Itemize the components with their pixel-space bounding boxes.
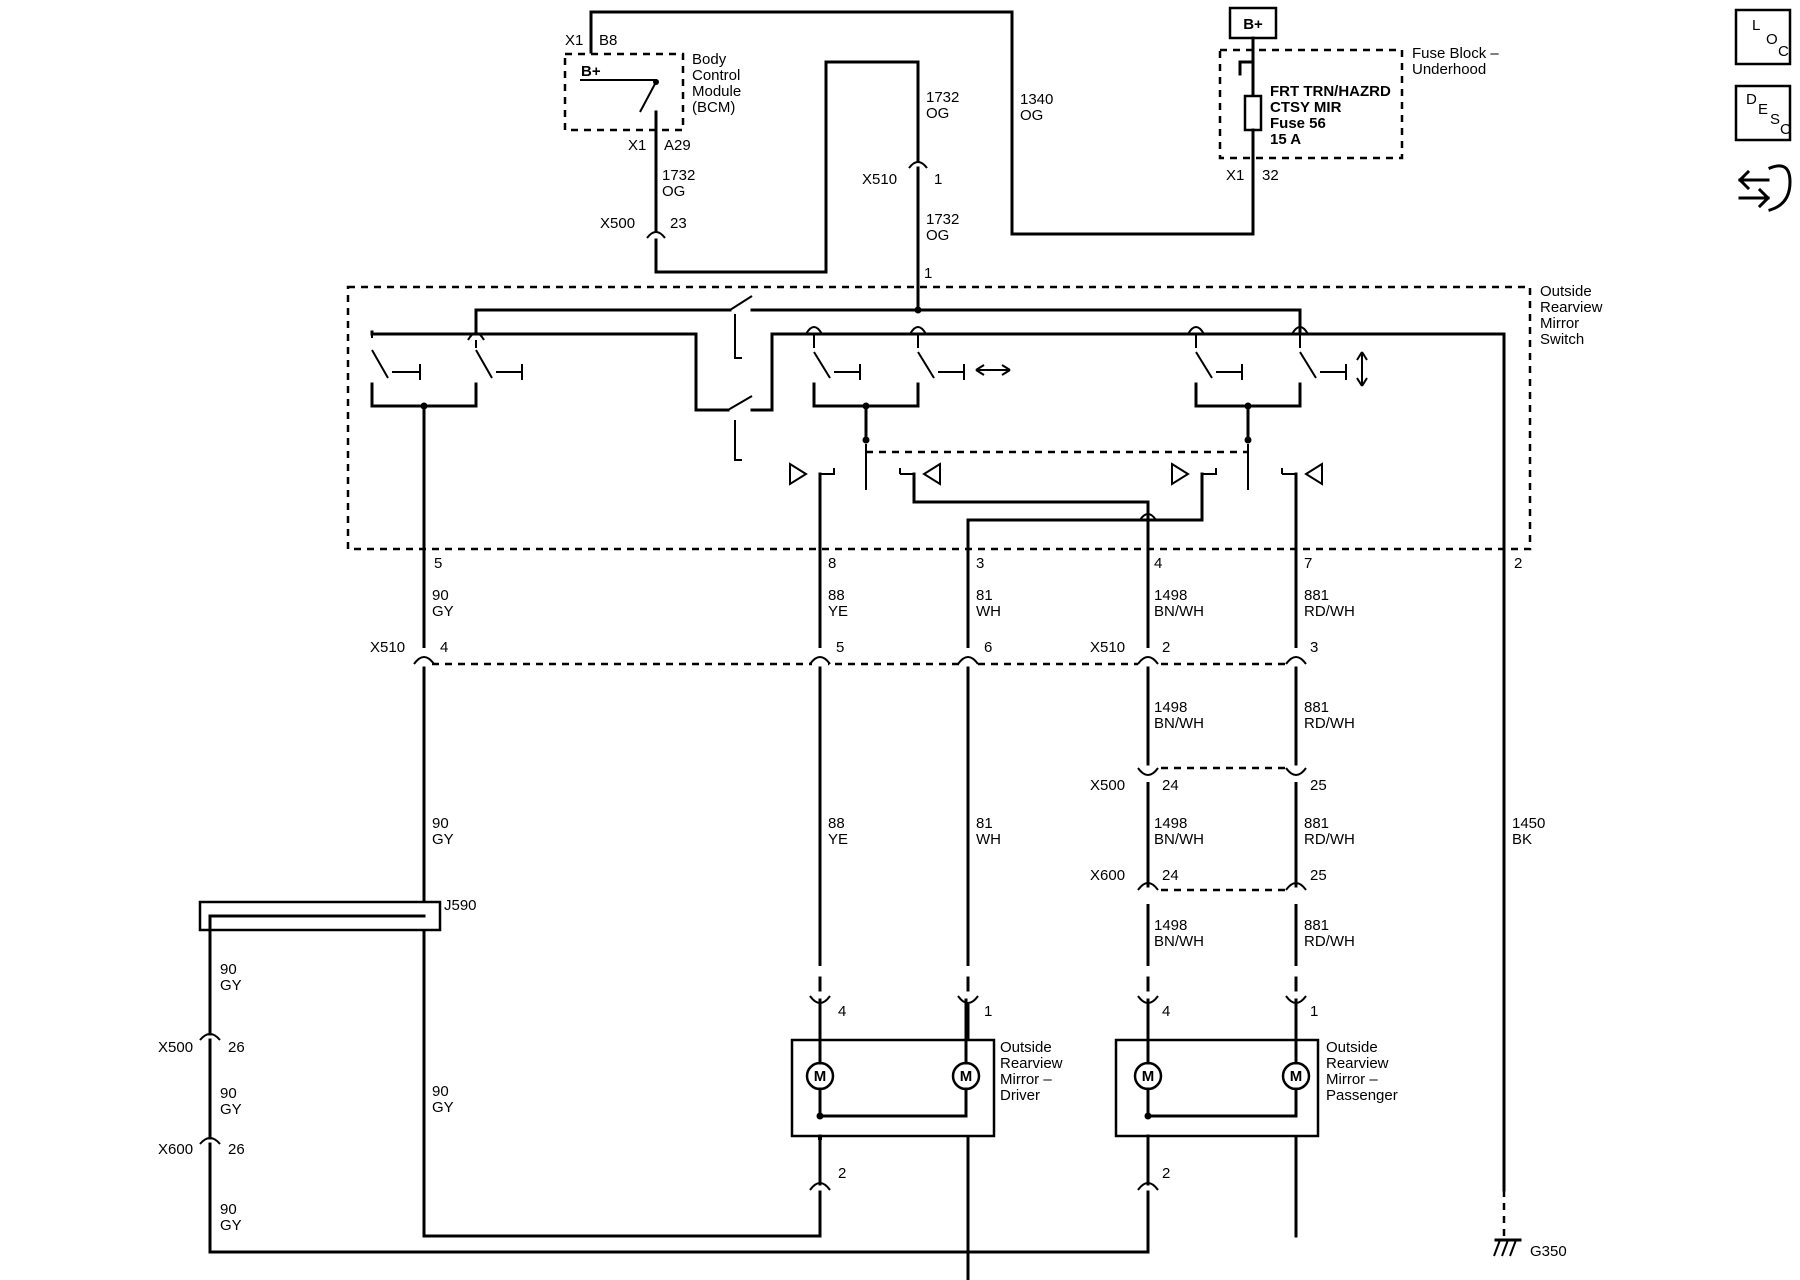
switch-pin-3: 3 xyxy=(976,555,984,572)
wire-1340-label: 1340 OG xyxy=(1020,91,1058,124)
motor-m1-label: M xyxy=(814,1068,827,1085)
mirror-passenger-pin-4: 4 xyxy=(1162,1003,1170,1020)
switch-pin-5: 5 xyxy=(434,555,442,572)
fuse-element xyxy=(1243,94,1263,132)
bcm-x1-label: X1 xyxy=(565,32,583,49)
switch-pin-4: 4 xyxy=(1154,555,1162,572)
svg-text:D: D xyxy=(1746,91,1757,108)
x600-pin-26: 26 xyxy=(228,1141,245,1158)
battery-label: B+ xyxy=(1243,16,1263,33)
mirror-passenger: M M xyxy=(1114,1038,1320,1138)
bcm-pin-a29: A29 xyxy=(664,137,691,154)
svg-text:C: C xyxy=(1778,43,1789,60)
fuse-block-label: Fuse Block – Underhood xyxy=(1412,45,1503,78)
x500-pin-26: 26 xyxy=(228,1039,245,1056)
x510-label-top: X510 xyxy=(862,171,897,188)
x510-pin-2: 2 xyxy=(1162,639,1170,656)
x510-label-mid-left: X510 xyxy=(370,639,405,656)
x600-pin-24: 24 xyxy=(1162,867,1179,884)
svg-text:L: L xyxy=(1752,17,1760,34)
svg-text:E: E xyxy=(1758,101,1768,118)
svg-text:C: C xyxy=(1780,121,1791,138)
bcm-pin-b8: B8 xyxy=(599,32,617,49)
switch-label: Outside Rearview Mirror Switch xyxy=(1540,283,1607,348)
x600-label-right: X600 xyxy=(1090,867,1125,884)
mirror-driver-pin-2: 2 xyxy=(838,1165,846,1182)
mirror-passenger-pin-1: 1 xyxy=(1310,1003,1318,1020)
x510-pin-3: 3 xyxy=(1310,639,1318,656)
x600-label-left: X600 xyxy=(158,1141,193,1158)
switch-pin-7: 7 xyxy=(1304,555,1312,572)
battery-box: B+ xyxy=(1228,6,1278,40)
svg-text:S: S xyxy=(1770,111,1780,128)
motor-m3-label: M xyxy=(1142,1068,1155,1085)
x500-pin-23: 23 xyxy=(670,215,687,232)
x510-pin-5: 5 xyxy=(836,639,844,656)
svg-text:O: O xyxy=(1766,31,1778,48)
wrench-icon[interactable] xyxy=(1737,164,1792,212)
fuse-pin-32: 32 xyxy=(1262,167,1279,184)
bcm-x1-label-2: X1 xyxy=(628,137,646,154)
wire-1732-b-label: 1732 OG xyxy=(926,89,964,122)
wire-1732-a-label: 1732 OG xyxy=(662,167,700,200)
motor-m4-label: M xyxy=(1290,1068,1303,1085)
wire-1732-c-label: 1732 OG xyxy=(926,211,964,244)
x510-pin-6: 6 xyxy=(984,639,992,656)
x500-pin-25: 25 xyxy=(1310,777,1327,794)
mirror-passenger-label: Outside Rearview Mirror – Passenger xyxy=(1326,1039,1398,1104)
bcm-label: Body Control Module (BCM) xyxy=(692,51,745,116)
mirror-driver-label: Outside Rearview Mirror – Driver xyxy=(1000,1039,1067,1104)
x510-pin-4: 4 xyxy=(440,639,448,656)
motor-m2-label: M xyxy=(960,1068,973,1085)
x500-label-top: X500 xyxy=(600,215,635,232)
switch-pin-1: 1 xyxy=(924,265,932,282)
x510-row xyxy=(413,648,1307,682)
x500-label-left: X500 xyxy=(158,1039,193,1056)
mirror-driver-pin-4: 4 xyxy=(838,1003,846,1020)
fuse-x1-label: X1 xyxy=(1226,167,1244,184)
mirror-driver: M M xyxy=(790,1038,996,1138)
x600-pin-25: 25 xyxy=(1310,867,1327,884)
x500-label-right: X500 xyxy=(1090,777,1125,794)
desc-icon[interactable]: D E S C xyxy=(1734,84,1792,142)
j590-label: J590 xyxy=(444,897,477,914)
switch-pin-8: 8 xyxy=(828,555,836,572)
fuse-label: FRT TRN/HAZRD CTSY MIR Fuse 56 15 A xyxy=(1270,83,1395,148)
bcm-bplus-label: B+ xyxy=(581,63,601,80)
ground-g350-label: G350 xyxy=(1530,1243,1567,1260)
mirror-driver-pin-1: 1 xyxy=(984,1003,992,1020)
x510-label-mid-right: X510 xyxy=(1090,639,1125,656)
x500-pin-24: 24 xyxy=(1162,777,1179,794)
loc-icon[interactable]: L O C xyxy=(1734,8,1792,66)
switch-pin-2: 2 xyxy=(1514,555,1522,572)
mirror-passenger-pin-2: 2 xyxy=(1162,1165,1170,1182)
x510-pin-1: 1 xyxy=(934,171,942,188)
